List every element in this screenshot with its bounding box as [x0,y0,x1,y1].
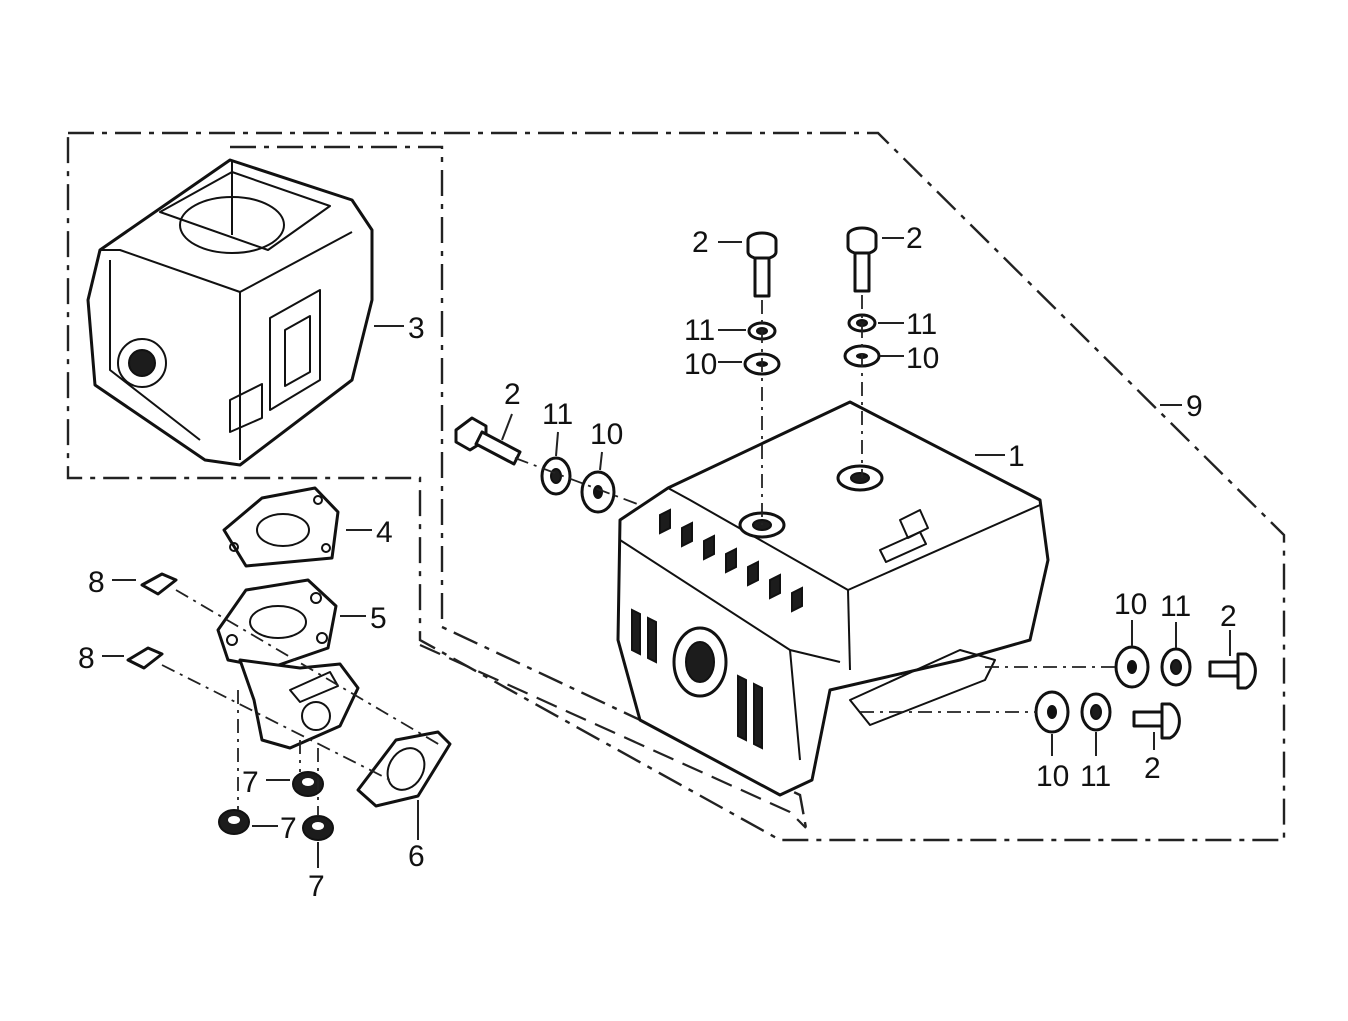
label-part-10-left: 10 [590,418,623,451]
washer-parts-10-11 [540,313,1192,734]
bolt-parts-2 [454,226,1257,740]
label-part-3: 3 [408,312,425,345]
gasket-part-4 [222,486,340,568]
assembly-center-lines [161,295,1116,816]
label-part-2-right-upper: 2 [1220,600,1237,633]
label-part-2-right-lower: 2 [1144,752,1161,785]
label-part-8-b: 8 [78,642,95,675]
outer-assembly-frame-9 [66,131,1286,842]
label-part-5: 5 [370,602,387,635]
label-part-2-left: 2 [504,378,521,411]
muffler-subframe-3 [230,145,808,829]
label-part-2-top-right: 2 [906,222,923,255]
exhaust-pipe-part-5 [216,578,360,750]
label-part-11-right-lower: 11 [1080,760,1111,793]
muffler-protector-part-1 [616,400,1050,797]
label-part-10-right-lower: 10 [1036,760,1069,793]
lower-subframe [419,643,807,829]
label-part-9: 9 [1186,390,1203,423]
cover-vent-slots [631,508,803,750]
label-part-10-right-upper: 10 [1114,588,1147,621]
label-part-7-c: 7 [308,870,325,903]
leader-lines [102,237,1231,868]
label-part-11-left: 11 [542,398,573,431]
label-part-10-top-right: 10 [906,342,939,375]
outlet-gasket-part-6 [356,730,452,808]
label-part-11-top-right: 11 [906,308,937,341]
muffler-body-part-3 [86,158,374,467]
label-part-7-a: 7 [242,766,259,799]
label-part-8-a: 8 [88,566,105,599]
label-part-10-top-left: 10 [684,348,717,381]
label-part-6: 6 [408,840,425,873]
label-part-4: 4 [376,516,393,549]
callout-labels: 1 2 2 2 2 2 3 4 5 6 7 7 7 8 8 9 10 10 10… [78,222,1237,903]
label-part-2-top-left: 2 [692,226,709,259]
label-part-11-top-left: 11 [684,314,715,347]
label-part-11-right-upper: 11 [1160,590,1191,623]
nut-parts-7 [218,771,334,841]
label-part-7-b: 7 [280,812,297,845]
label-part-1: 1 [1008,440,1025,473]
stud-parts-8 [126,572,178,670]
assembly-frames [66,131,1286,842]
